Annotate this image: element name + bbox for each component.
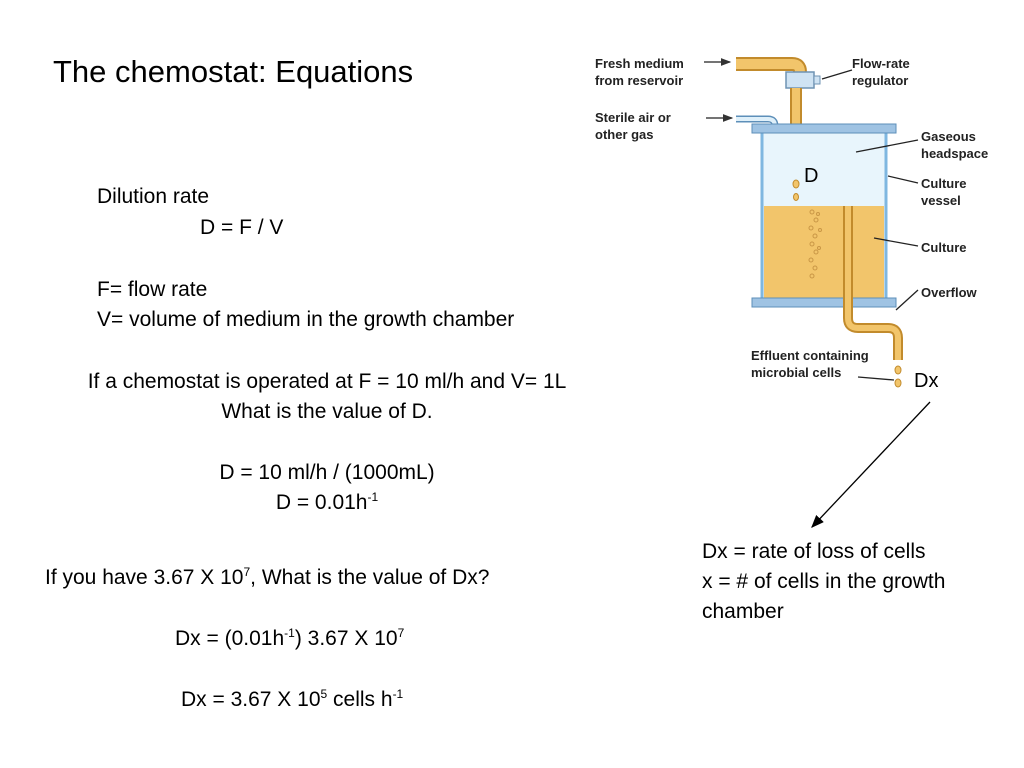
label-headspace-2: headspace xyxy=(921,146,988,161)
dilution-heading: Dilution rate xyxy=(97,185,210,208)
question1-calc2: D = 0.01h-1 xyxy=(275,490,379,514)
question1-line2: What is the value of D. xyxy=(221,400,433,423)
definition-x-cont: chamber xyxy=(702,600,784,623)
label-culture-vessel: Culture xyxy=(921,176,967,191)
label-culture: Culture xyxy=(921,240,967,255)
question1-line1: If a chemostat is operated at F = 10 ml/… xyxy=(87,370,567,393)
flow-rate-definition: F= flow rate xyxy=(97,278,208,301)
label-effluent: Effluent containing xyxy=(751,348,869,363)
label-d: D xyxy=(804,165,818,187)
definition-dx: Dx = rate of loss of cells xyxy=(702,540,926,563)
label-fresh-medium: Fresh medium xyxy=(595,56,684,71)
medium-drops xyxy=(792,179,800,201)
air-bubbles xyxy=(808,209,822,279)
label-effluent-2: microbial cells xyxy=(751,365,841,380)
overflow-tube xyxy=(843,206,903,388)
question2-prompt: If you have 3.67 X 107, What is the valu… xyxy=(45,565,490,589)
dilution-formula: D = F / V xyxy=(200,216,284,239)
label-overflow: Overflow xyxy=(921,285,978,300)
page-title: The chemostat: Equations xyxy=(53,54,414,89)
question1-calc1: D = 10 ml/h / (1000mL) xyxy=(219,461,435,484)
definition-x: x = # of cells in the growth xyxy=(702,570,946,593)
dx-pointer-arrow xyxy=(811,401,931,528)
label-pointers xyxy=(704,58,919,381)
question2-calc1: Dx = (0.01h-1) 3.67 X 107 xyxy=(175,626,405,650)
culture-vessel xyxy=(751,123,897,308)
label-flow-rate: Flow-rate xyxy=(852,56,910,71)
label-fresh-medium-2: from reservoir xyxy=(595,73,683,88)
label-sterile-air: Sterile air or xyxy=(595,110,671,125)
label-dx: Dx xyxy=(914,370,938,392)
question2-calc2: Dx = 3.67 X 105 cells h-1 xyxy=(181,687,404,711)
label-headspace: Gaseous xyxy=(921,129,976,144)
volume-definition: V= volume of medium in the growth chambe… xyxy=(97,308,515,331)
label-flow-rate-2: regulator xyxy=(852,73,908,88)
flow-rate-regulator xyxy=(785,71,821,89)
label-culture-vessel-2: vessel xyxy=(921,193,961,208)
label-sterile-air-2: other gas xyxy=(595,127,654,142)
